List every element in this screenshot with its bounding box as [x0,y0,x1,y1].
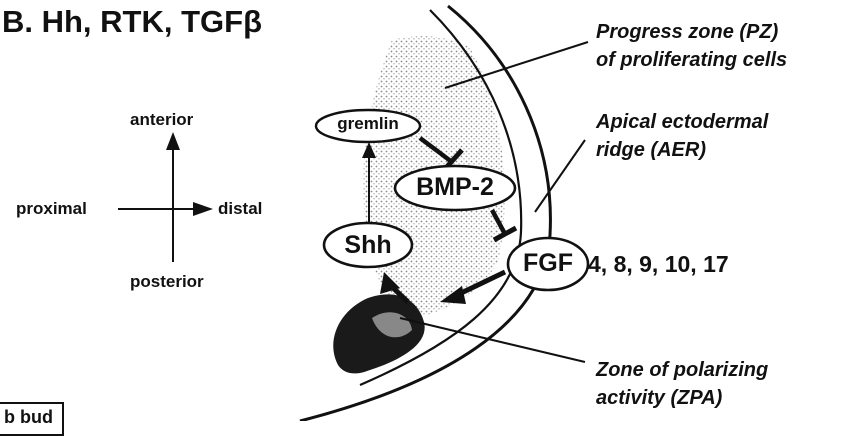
compass-posterior-label: posterior [130,272,204,292]
partial-label-box: b bud [0,402,64,436]
pz-callout-line1: Progress zone (PZ) [596,20,778,44]
compass-distal-arrowhead [193,202,213,216]
shh-label: Shh [324,231,412,260]
compass-anterior-label: anterior [130,110,193,130]
gremlin-label: gremlin [318,114,418,134]
aer-callout-line2: ridge (AER) [596,138,706,162]
bmp2-label: BMP-2 [397,173,513,202]
fgf-numbers-label: 4, 8, 9, 10, 17 [588,251,729,278]
compass-proximal-label: proximal [16,199,87,219]
compass-distal-label: distal [218,199,262,219]
aer-callout-line1: Apical ectodermal [596,110,768,134]
zpa-callout-line2: activity (ZPA) [596,386,722,410]
panel-title: B. Hh, RTK, TGFβ [2,4,262,40]
fgf-label: FGF [508,249,588,278]
pz-callout-line2: of proliferating cells [596,48,787,72]
zpa-leader-line [400,318,585,362]
compass-anterior-arrowhead [166,132,180,150]
limb-bud-signaling-diagram: B. Hh, RTK, TGFβ anterior posterior prox… [0,0,859,421]
zpa-callout-line1: Zone of polarizing [596,358,768,382]
